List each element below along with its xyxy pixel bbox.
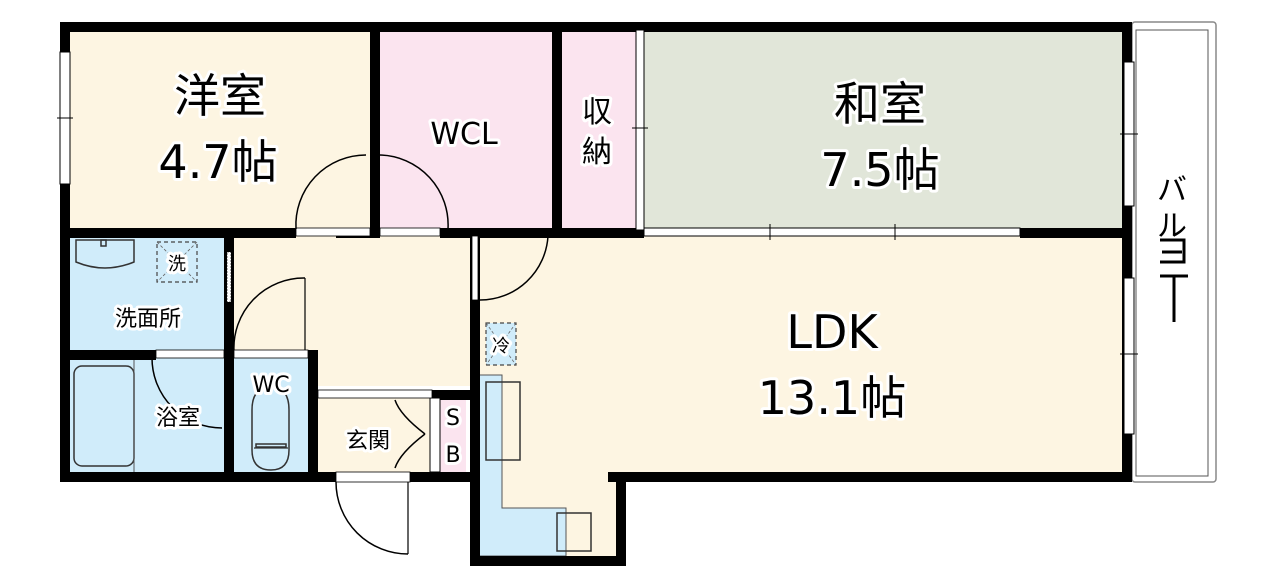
windows <box>57 29 1138 473</box>
bathroom-name: 浴室 <box>156 406 200 431</box>
shoe-box-s: S <box>446 406 460 431</box>
storage-name-2: 納 <box>582 135 612 170</box>
fixtures <box>73 239 592 552</box>
balcony-char-1: バ <box>1157 173 1187 208</box>
washer-space-icon <box>156 241 198 283</box>
ldk-name: LDK <box>786 305 879 359</box>
sink-icon <box>75 239 135 269</box>
toilet-name: WC <box>252 373 289 398</box>
ldk-size: 13.1帖 <box>758 371 906 425</box>
doors <box>151 154 549 555</box>
stove-icon <box>556 512 592 552</box>
balcony-char-3 <box>1160 238 1186 264</box>
bathroom-floor <box>68 358 224 472</box>
western-room-floor <box>68 30 370 230</box>
ldk-floor <box>478 236 1124 556</box>
wcl-name: WCL <box>430 117 498 152</box>
western-room-name: 洋室 <box>174 69 266 123</box>
washer-mark: 洗 <box>168 254 186 275</box>
shoe-box-floor <box>440 398 466 472</box>
fridge-mark: 冷 <box>492 336 510 357</box>
shoe-box-b: B <box>445 443 460 468</box>
japanese-room-floor <box>644 30 1124 230</box>
washroom-name: 洗面所 <box>115 307 181 332</box>
washroom-floor <box>68 236 228 350</box>
balcony-char-4 <box>1160 274 1188 322</box>
toilet-icon <box>251 386 290 471</box>
walls <box>60 22 1132 566</box>
japanese-room-name: 和室 <box>834 77 926 131</box>
toilet-floor <box>234 358 308 472</box>
storage-name-1: 収 <box>582 95 612 130</box>
sink-basin-icon <box>485 381 521 461</box>
entrance-name: 玄関 <box>346 429 390 454</box>
western-room-size: 4.7帖 <box>158 135 277 189</box>
wcl-floor <box>378 30 552 230</box>
entrance-floor <box>316 398 430 472</box>
japanese-room-size: 7.5帖 <box>820 143 939 197</box>
storage-floor <box>562 30 636 230</box>
